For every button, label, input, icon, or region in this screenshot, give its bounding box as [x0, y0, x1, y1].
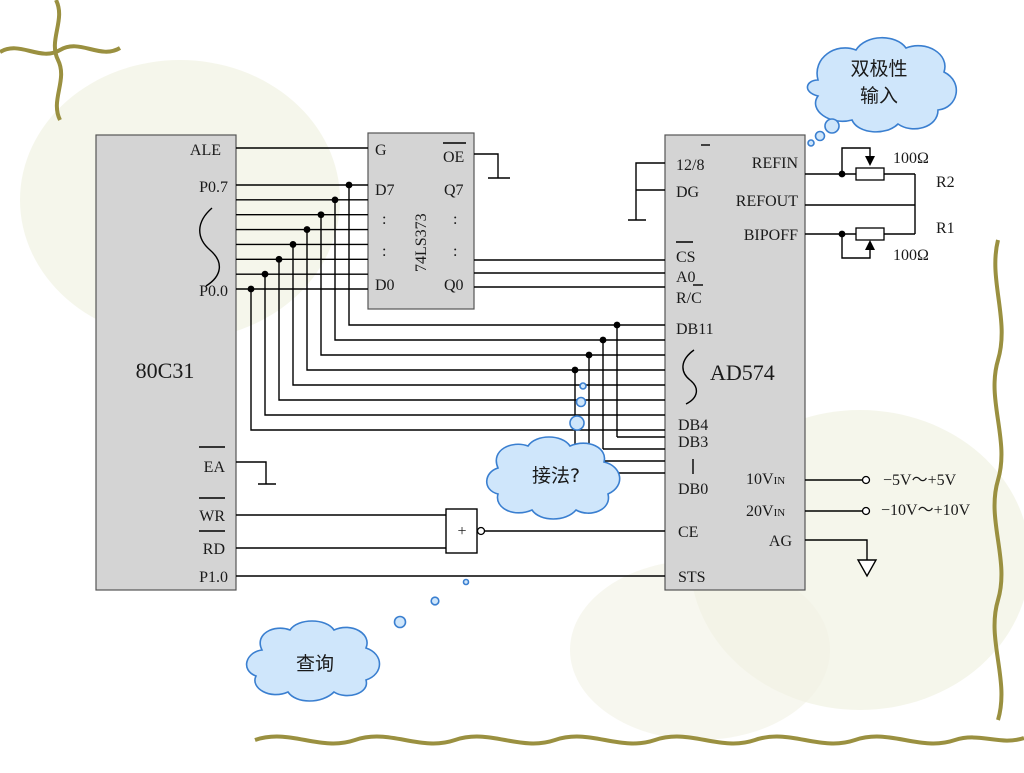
mcu-name: 80C31: [136, 358, 195, 383]
mcu-pin-p10: P1.0: [199, 569, 228, 586]
bus-drop-db-0: [250, 289, 665, 431]
adc-pin-db4: DB4: [678, 417, 708, 434]
reference-network: 100Ω R2 R1 100Ω −5V～+5V −10V～+10V: [805, 147, 971, 578]
r2-label: R2: [936, 174, 955, 191]
bus-drop-db-4: [306, 229, 665, 371]
bus-junction-7: [345, 181, 353, 189]
bubble-bipolar-line1: 双极性: [850, 58, 907, 80]
mcu-pin-wr: WR: [199, 508, 225, 525]
latch-pin-oe: OE: [443, 149, 464, 166]
adc-name: AD574: [710, 360, 775, 385]
adc-pin-20v-label: 20V: [746, 503, 774, 520]
adc-bus-brace: [682, 349, 697, 405]
mcu-bus-brace: [199, 207, 220, 287]
bubble-bipolar-line2: 输入: [860, 85, 898, 107]
input-terminal-5v: [861, 475, 871, 485]
adc-pin-dg: DG: [676, 184, 700, 201]
adc-pin-20v-in: IN: [774, 507, 786, 519]
adc-pin-12-8: 12/8: [676, 157, 704, 174]
adc-pin-db11: DB11: [676, 321, 714, 338]
bus-drop-db-7: [348, 185, 665, 326]
latch-dots-d1: :: [382, 211, 386, 228]
adc-pin-a0: A0: [676, 269, 696, 286]
bus-junction-5: [317, 211, 325, 219]
adc-pin-10vin: 10VIN: [746, 471, 785, 488]
latch-pin-q0: Q0: [444, 277, 464, 294]
db-low-junction-2: [599, 336, 607, 344]
mcu-pin-p00: P0.0: [199, 283, 228, 300]
latch-pin-g: G: [375, 142, 387, 159]
adc-pin-10v-in: IN: [774, 475, 786, 487]
bubble-bipolar-input: 双极性 输入: [806, 37, 958, 147]
latch-dots-q1: :: [453, 211, 457, 228]
adc-pin-refin: REFIN: [752, 155, 799, 172]
db-low-junction-0: [571, 366, 579, 374]
latch-dots-q2: :: [453, 243, 457, 260]
input-terminal-10v: [861, 506, 871, 516]
adc-pin-10v-label: 10V: [746, 471, 774, 488]
resistor-r1: [855, 227, 885, 241]
bus-junction-3: [289, 241, 297, 248]
analog-ground-symbol: [856, 559, 878, 578]
mcu-pin-p07: P0.7: [199, 179, 228, 196]
gate-output-bubble: [476, 526, 486, 536]
mcu-pin-ea: EA: [204, 459, 226, 476]
latch-dots-d2: :: [382, 243, 386, 260]
db-low-junction-3: [613, 321, 621, 329]
adc-pin-sts: STS: [678, 569, 706, 586]
adc-pin-db3: DB3: [678, 434, 708, 451]
latch-pin-d7: D7: [375, 182, 395, 199]
adc-pin-20vin: 20VIN: [746, 503, 785, 520]
bus-junction-6: [331, 196, 339, 204]
bus-drop-db-5: [320, 214, 665, 356]
latch-name: 74LS373: [413, 213, 430, 272]
adc-ad574-body: [664, 134, 806, 591]
bubble-wiring: 接法?: [485, 382, 621, 520]
adc-pin-refout: REFOUT: [736, 193, 798, 210]
db-low-junction-1: [585, 351, 593, 359]
bus-drop-db-6: [334, 199, 665, 341]
r2-value: 100Ω: [893, 150, 929, 167]
mcu-80c31-body: [95, 134, 237, 591]
adc-pin-db0: DB0: [678, 481, 708, 498]
mcu-pin-ale: ALE: [190, 142, 221, 159]
bus-junction-4: [303, 226, 311, 233]
latch-pin-q7: Q7: [444, 182, 464, 199]
bubble-polling: 查询: [245, 578, 470, 702]
bus-drop-db-1: [264, 274, 665, 416]
adc-pin-ce: CE: [678, 524, 698, 541]
bus-drop-db-2: [278, 259, 665, 401]
latch-74ls373-body: [367, 132, 475, 310]
input-range-5v: −5V～+5V: [883, 472, 957, 489]
r1-value: 100Ω: [893, 247, 929, 264]
latch-pin-d0: D0: [375, 277, 395, 294]
vine-top-left: [0, 0, 122, 121]
or-gate: [445, 508, 478, 554]
r1-label: R1: [936, 220, 955, 237]
bus-junction-1: [261, 270, 269, 278]
bus-junction-0: [247, 285, 255, 293]
or-gate-symbol: +: [457, 523, 466, 540]
vine-right: [992, 239, 1004, 721]
mcu-pin-rd: RD: [203, 541, 225, 558]
adc-pin-cs: CS: [676, 249, 696, 266]
bus-drop-db-3: [292, 244, 665, 386]
input-range-10v: −10V～+10V: [881, 502, 971, 519]
control-wires: +: [236, 147, 665, 577]
resistor-r2: [855, 167, 885, 181]
bubble-wiring-text: 接法?: [532, 465, 580, 487]
bubble-polling-text: 查询: [296, 653, 334, 675]
adc-pin-bipoff: BIPOFF: [744, 227, 798, 244]
bus-junction-2: [275, 255, 283, 263]
adc-pin-rc: R/C: [676, 290, 702, 307]
adc-pin-ag: AG: [769, 533, 793, 550]
vine-bottom: [254, 734, 1024, 746]
